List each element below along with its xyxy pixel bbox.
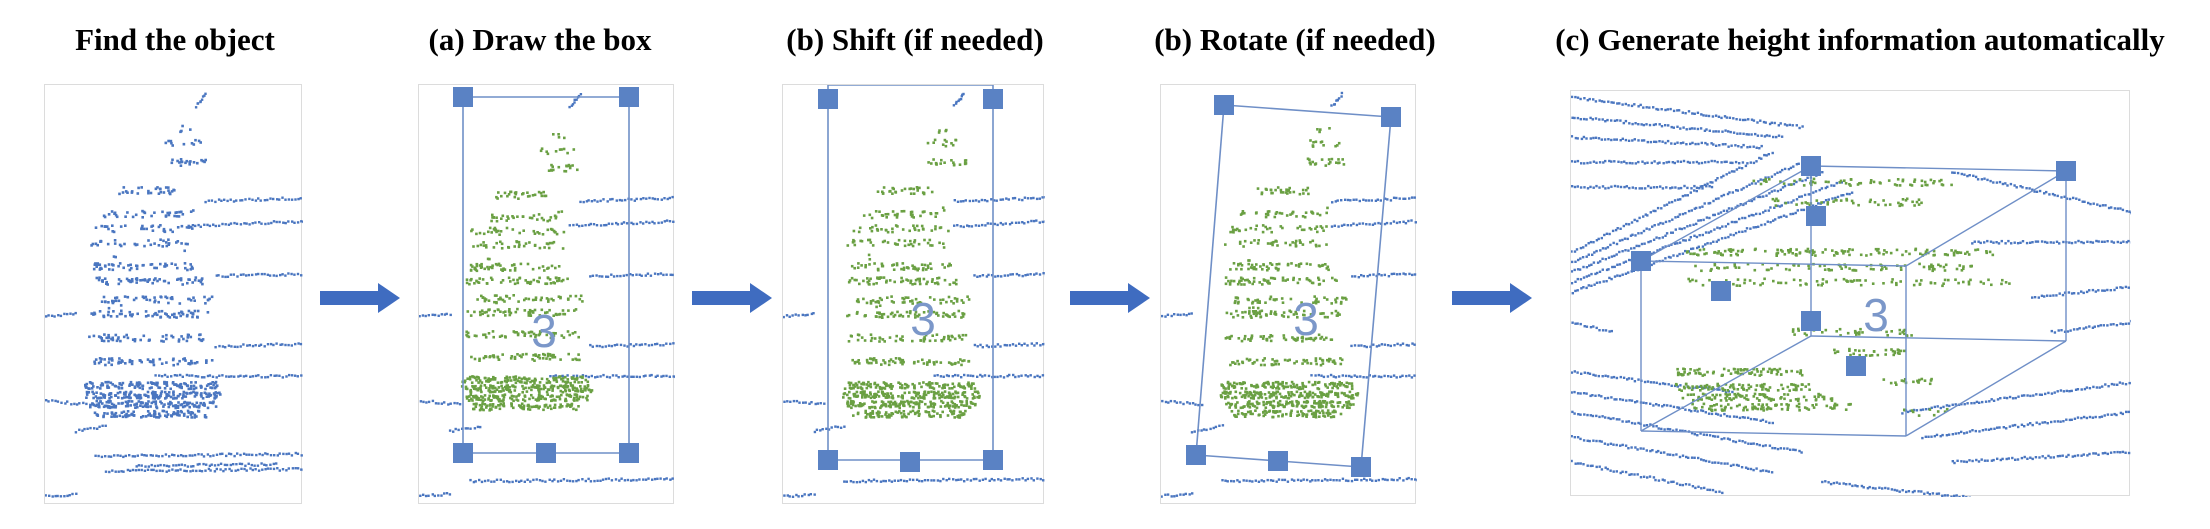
box-handle[interactable] [1806,206,1826,226]
bounding-box[interactable] [453,87,639,463]
panel-generate-height: 3 [1570,90,2131,497]
box-handle[interactable] [536,443,556,463]
panel-rotate-box: 3 [1160,84,1417,504]
ground-points [45,92,303,498]
object-label: 3 [910,293,936,345]
point-cloud-rotate: 3 [1161,91,1417,498]
box-handle[interactable] [619,87,639,107]
point-cloud-find [45,92,303,498]
step-title-rotate: (b) Rotate (if needed) [1154,22,1436,57]
point-cloud-shift: 3 [783,85,1045,498]
ground-points [783,92,1045,498]
box-handle[interactable] [1801,311,1821,331]
ground-points [419,93,675,498]
box-handle[interactable] [1268,451,1288,471]
step-title-find: Find the object [75,22,275,57]
panel-shift-box: 3 [782,84,1045,504]
object-points [84,124,222,419]
object-points [842,128,981,419]
arrow-1 [320,283,400,313]
bounding-box-3d[interactable] [1631,156,2076,437]
box-handle[interactable] [983,89,1003,109]
object-points [1674,177,2011,417]
box-handle[interactable] [453,87,473,107]
object-points [460,133,594,412]
ground-points [1161,91,1417,498]
box-handle[interactable] [983,450,1003,470]
box-handle[interactable] [1631,251,1651,271]
step-title-shift: (b) Shift (if needed) [786,22,1044,57]
arrow-4 [1452,283,1532,313]
box-handle[interactable] [900,452,920,472]
box-handle[interactable] [1214,95,1234,115]
arrow-2 [692,283,772,313]
box-handle[interactable] [1801,156,1821,176]
box-handle[interactable] [2056,161,2076,181]
box-handle[interactable] [1351,457,1371,477]
box-handle[interactable] [619,443,639,463]
step-title-draw: (a) Draw the box [428,22,652,57]
bounding-box[interactable] [818,85,1003,472]
box-handle[interactable] [1381,107,1401,127]
bounding-box[interactable] [1186,95,1401,477]
box-handle[interactable] [818,450,838,470]
box-handle[interactable] [1186,445,1206,465]
arrow-3 [1070,283,1150,313]
object-label: 3 [531,305,557,357]
step-title-generate: (c) Generate height information automati… [1555,22,2165,57]
ground-points [1571,95,2131,497]
box-handle[interactable] [1711,281,1731,301]
box-handle[interactable] [1846,356,1866,376]
box-handle[interactable] [453,443,473,463]
panel-draw-box: 3 [418,84,675,504]
panel-find-object [44,84,303,504]
object-label: 3 [1293,293,1319,345]
point-cloud-3d: 3 [1571,95,2131,497]
box-handle[interactable] [818,89,838,109]
point-cloud-draw: 3 [419,87,675,498]
object-label: 3 [1863,289,1889,341]
object-points [1219,127,1360,419]
